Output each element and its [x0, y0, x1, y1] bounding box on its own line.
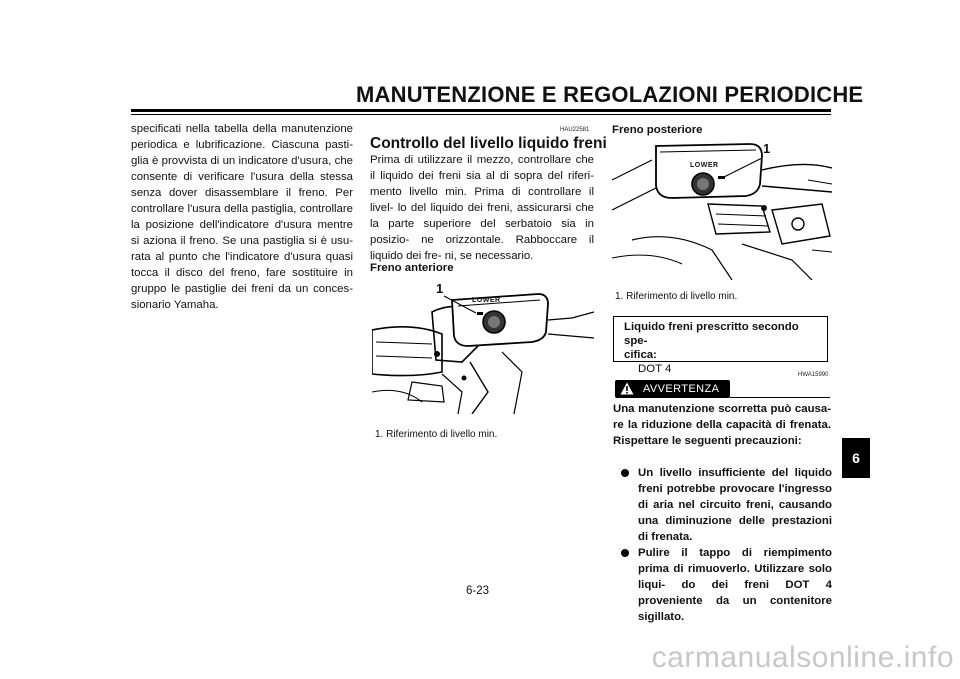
spec-title-line2: cifica:	[624, 349, 657, 361]
list-item: Pulire il tappo di riempimento prima di …	[620, 545, 832, 625]
bullet-text: Un livello insufficiente del liquido fre…	[638, 467, 832, 543]
spec-value: DOT 4	[638, 363, 672, 375]
chapter-tab: 6	[842, 438, 870, 478]
rear-brake-photo	[612, 140, 832, 280]
warning-code: HWA15990	[798, 372, 829, 378]
warning-bullet-list: Un livello insufficiente del liquido fre…	[620, 465, 832, 625]
bullet-text: Pulire il tappo di riempimento prima di …	[638, 547, 832, 623]
front-callout-number: 1	[436, 281, 444, 296]
column1-paragraph: specificati nella tabella della manutenz…	[131, 123, 353, 311]
bullet-dot-icon	[621, 549, 629, 557]
front-photo-caption: 1. Riferimento di livello min.	[375, 429, 498, 440]
list-item: Un livello insufficiente del liquido fre…	[620, 465, 832, 545]
section-code: HAU22581	[560, 127, 590, 133]
front-brake-heading: Freno anteriore	[370, 262, 454, 274]
front-brake-photo	[372, 282, 594, 414]
warning-body: Una manutenzione scorretta può causa- re…	[613, 403, 831, 447]
rear-reservoir-label: LOWER	[690, 162, 719, 169]
warning-triangle-icon	[620, 382, 634, 395]
warning-badge: AVVERTENZA	[615, 380, 730, 398]
spec-title-line1: Liquido freni prescritto secondo spe-	[624, 321, 799, 347]
warning-label: AVVERTENZA	[643, 383, 720, 395]
spec-box: Liquido freni prescritto secondo spe- ci…	[613, 316, 828, 375]
rear-photo-caption: 1. Riferimento di livello min.	[615, 291, 738, 302]
page-header-title: MANUTENZIONE E REGOLAZIONI PERIODICHE	[356, 82, 864, 107]
header-rule-thin	[131, 114, 831, 115]
section-title: Controllo del livello liquido freni	[370, 135, 607, 152]
rear-callout-number: 1	[763, 141, 771, 156]
page-number: 6-23	[466, 585, 490, 597]
bullet-dot-icon	[621, 469, 629, 477]
section-intro: Prima di utilizzare il mezzo, controllar…	[370, 154, 594, 262]
rear-brake-heading: Freno posteriore	[612, 124, 703, 136]
front-reservoir-label: LOWER	[472, 297, 501, 304]
watermark: carmanualsonline.info	[651, 641, 954, 674]
warning-rule	[730, 397, 830, 399]
header-rule-thick	[131, 109, 831, 112]
